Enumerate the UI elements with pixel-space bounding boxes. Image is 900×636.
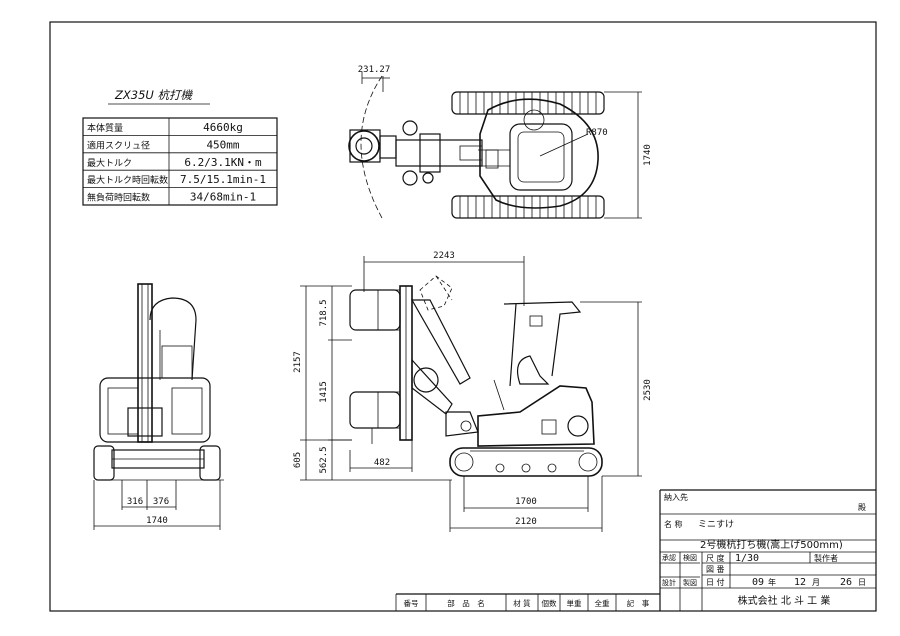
- date-year-unit: 年: [768, 577, 776, 587]
- checked-label: 検図: [683, 553, 697, 562]
- dim-length-2120: 2120: [515, 517, 537, 527]
- spec-label: 適用スクリュ径: [87, 139, 150, 151]
- scale-value: 1/30: [735, 553, 759, 564]
- front-view: 1740 316 376: [93, 283, 224, 530]
- company-name: 株式会社 北 斗 工 業: [738, 594, 831, 607]
- top-view: R870 231.27 1740: [348, 65, 653, 219]
- spec-label: 無負荷時回転数: [87, 192, 150, 204]
- dim-top-width: 1740: [643, 144, 653, 166]
- drafting-label: 製図: [683, 578, 697, 587]
- parts-header-notes: 記 事: [627, 598, 650, 608]
- date-month-unit: 月: [812, 578, 820, 587]
- spec-table: 本体質量 4660kg 適用スクリュ径 450mm 最大トルク 6.2/3.1K…: [82, 117, 278, 206]
- dim-front-width: 1740: [146, 516, 168, 526]
- spec-value: 450mm: [206, 138, 239, 151]
- parts-header-qty: 個数: [542, 598, 557, 608]
- parts-header-number: 番号: [404, 598, 419, 608]
- date-day: 26: [840, 577, 852, 588]
- dim-lift-upper: 718.5: [319, 299, 329, 326]
- author-label: 製作者: [814, 553, 838, 563]
- spec-value: 4660kg: [203, 121, 243, 134]
- parts-header-name: 部 品 名: [447, 598, 485, 608]
- spec-label: 本体質量: [87, 122, 123, 134]
- drawing-frame: [49, 21, 877, 612]
- parts-header-unit-weight: 単重: [567, 598, 582, 608]
- title-block: 納入先 殿 名 称 ミニすけ 2号機杭打ち機(嵩上げ500mm) 承認 検図 尺…: [659, 489, 876, 611]
- date-year: 09: [752, 577, 764, 588]
- parts-table: 番号 部 品 名 材 質 個数 単重 全重 記 事: [395, 593, 660, 611]
- date-label: 日 付: [706, 577, 725, 587]
- approval-label: 承認: [662, 553, 676, 562]
- date-month: 12: [794, 577, 806, 588]
- spec-value: 6.2/3.1KN・m: [184, 156, 262, 169]
- drawing-number-label: 図 番: [706, 564, 725, 574]
- dim-top-offset: 231.27: [358, 65, 391, 75]
- drawing-title: ZX35U 杭打機: [114, 88, 193, 102]
- dim-base-562: 562.5: [319, 446, 329, 473]
- side-view: 2243 2157 605 718.5 1415 562.5 482 2530 …: [293, 251, 653, 532]
- dim-front-316: 316: [127, 497, 143, 507]
- client-suffix: 殿: [858, 503, 866, 512]
- dim-height-total: 2157: [293, 351, 303, 373]
- dim-boom-reach: 2243: [433, 251, 455, 261]
- drawing-subtitle: 2号機杭打ち機(嵩上げ500mm): [700, 538, 843, 551]
- spec-label: 最大トルク: [87, 157, 132, 169]
- dim-track-1700: 1700: [515, 497, 537, 507]
- name-value: ミニすけ: [698, 519, 734, 530]
- name-label: 名 称: [664, 519, 683, 529]
- dim-front-376: 376: [153, 497, 169, 507]
- spec-value: 7.5/15.1min-1: [180, 173, 266, 186]
- dim-radius: R870: [586, 128, 608, 138]
- dim-auger-offset: 482: [374, 458, 390, 468]
- spec-value: 34/68min-1: [190, 191, 256, 204]
- dim-height-2530: 2530: [643, 379, 653, 401]
- dim-lift-mid: 1415: [319, 381, 329, 403]
- date-day-unit: 日: [858, 578, 866, 587]
- client-label: 納入先: [664, 492, 688, 502]
- design-label: 設計: [662, 578, 676, 587]
- scale-label: 尺 度: [706, 553, 725, 563]
- parts-header-total-weight: 全重: [595, 598, 610, 608]
- spec-label: 最大トルク時回転数: [87, 174, 168, 186]
- parts-header-material: 材 質: [513, 598, 531, 608]
- dim-base-605: 605: [293, 452, 303, 468]
